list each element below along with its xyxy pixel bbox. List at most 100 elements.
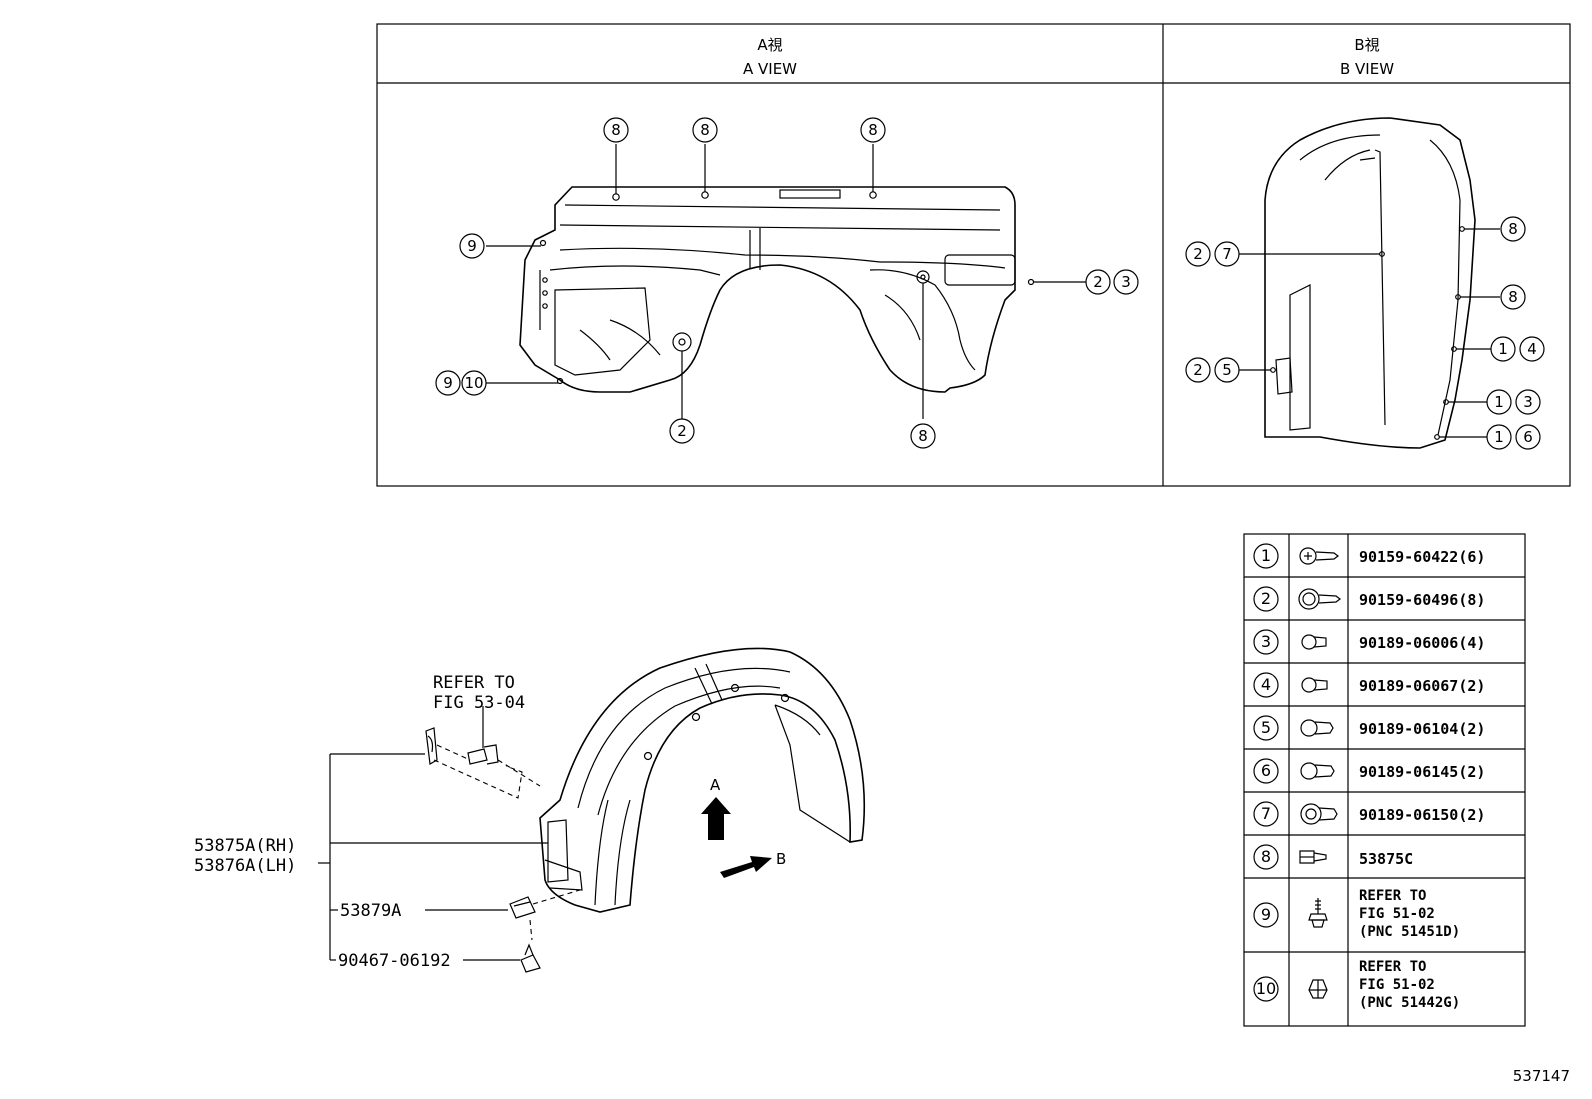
callout-1-4-b-right-3: 1 4 [1490, 336, 1545, 362]
callout-9-10-a-left-lower: 9 10 [435, 370, 487, 396]
fastener-table [1243, 533, 1526, 1027]
clip-icon [1300, 803, 1338, 825]
table-row: 1 90159-60422(6) [1253, 543, 1485, 569]
b-view-title-en: B VIEW [1340, 60, 1394, 78]
arrow-b-right-icon: B [720, 850, 786, 878]
b-view-leaders [1239, 228, 1500, 438]
screw-washer-icon [1298, 588, 1341, 610]
refer-fig-label: FIG 53-04 [433, 693, 525, 713]
svg-text:10: 10 [1256, 979, 1276, 998]
part-label-53876a-lh: 53876A(LH) [194, 856, 296, 876]
svg-text:REFER TO: REFER TO [1359, 959, 1426, 975]
svg-text:90189-06067(2): 90189-06067(2) [1359, 677, 1485, 695]
svg-text:90189-06145(2): 90189-06145(2) [1359, 763, 1485, 781]
fender-liner-drawing [539, 647, 866, 913]
callout-8-b-right-1: 8 [1500, 216, 1526, 242]
callout-8-a-top-right: 8 [860, 117, 886, 143]
svg-text:1: 1 [1494, 428, 1504, 446]
clip-icon [1300, 762, 1335, 780]
svg-text:7: 7 [1261, 804, 1271, 823]
table-row: 6 90189-06145(2) [1253, 758, 1485, 784]
svg-text:3: 3 [1121, 273, 1131, 291]
callout-2-7-b-left-upper: 2 7 [1185, 241, 1240, 267]
svg-text:2: 2 [1261, 589, 1271, 608]
clip-icon [1301, 677, 1328, 693]
callout-1-6-b-right-5: 1 6 [1486, 424, 1541, 450]
a-view-title-jp: A視 [757, 36, 782, 54]
svg-text:4: 4 [1527, 340, 1537, 358]
svg-text:6: 6 [1261, 761, 1271, 780]
svg-text:REFER TO: REFER TO [1359, 888, 1426, 904]
callout-8-b-right-2: 8 [1500, 284, 1526, 310]
callout-2-3-a-right: 2 3 [1085, 269, 1139, 295]
b-view-title-jp: B視 [1354, 36, 1379, 54]
clip-53879a-part [509, 896, 536, 919]
svg-text:9: 9 [1261, 905, 1271, 924]
svg-text:1: 1 [1498, 340, 1508, 358]
callout-8-a-top-mid: 8 [692, 117, 718, 143]
svg-text:3: 3 [1523, 393, 1533, 411]
table-row: 3 90189-06006(4) [1253, 629, 1485, 655]
a-view-leaders [486, 144, 1086, 419]
svg-text:9: 9 [443, 374, 453, 392]
svg-text:90189-06150(2): 90189-06150(2) [1359, 806, 1485, 824]
assembly-dashed-lines [433, 744, 581, 941]
svg-text:4: 4 [1261, 675, 1271, 694]
svg-text:90159-60422(6): 90159-60422(6) [1359, 548, 1485, 566]
svg-text:90189-06104(2): 90189-06104(2) [1359, 720, 1485, 738]
callout-8-a-top-left: 8 [603, 117, 629, 143]
push-clip-icon [1299, 850, 1327, 864]
svg-text:2: 2 [1193, 361, 1203, 379]
svg-text:1: 1 [1494, 393, 1504, 411]
svg-text:9: 9 [467, 237, 477, 255]
table-row: 2 90159-60496(8) [1253, 586, 1485, 612]
screw-icon [1299, 547, 1339, 565]
table-row: 4 90189-06067(2) [1253, 672, 1485, 698]
bolt-part [467, 744, 499, 765]
svg-text:90189-06006(4): 90189-06006(4) [1359, 634, 1485, 652]
table-row: 8 53875C [1253, 844, 1413, 870]
svg-text:6: 6 [1523, 428, 1533, 446]
clip-icon [1300, 719, 1334, 737]
part-label-90467-06192: 90467-06192 [338, 951, 451, 971]
part-label-53875a-rh: 53875A(RH) [194, 836, 296, 856]
clip-icon [1301, 634, 1327, 650]
svg-text:A: A [710, 776, 721, 794]
part-label-53879a: 53879A [340, 901, 401, 921]
svg-text:8: 8 [1508, 288, 1518, 306]
svg-text:7: 7 [1222, 245, 1232, 263]
svg-text:FIG 51-02: FIG 51-02 [1359, 906, 1435, 922]
arrow-a-up-icon: A [701, 776, 731, 840]
table-row: 10 REFER TO FIG 51-02 (PNC 51442G) [1253, 959, 1460, 1011]
a-view-title-en: A VIEW [743, 60, 797, 78]
callout-9-a-left-upper: 9 [459, 233, 485, 259]
table-row: 9 REFER TO FIG 51-02 (PNC 51451D) [1253, 888, 1460, 940]
bracket-part [425, 727, 438, 765]
table-row: 7 90189-06150(2) [1253, 801, 1485, 827]
a-view-liner-drawing [519, 186, 1035, 393]
table-row: 5 90189-06104(2) [1253, 715, 1485, 741]
svg-text:10: 10 [464, 374, 483, 392]
svg-text:2: 2 [677, 422, 687, 440]
svg-text:90159-60496(8): 90159-60496(8) [1359, 591, 1485, 609]
svg-text:B: B [776, 850, 786, 868]
refer-to-label: REFER TO [433, 673, 515, 693]
svg-text:8: 8 [1508, 220, 1518, 238]
figure-number: 537147 [1512, 1067, 1570, 1085]
svg-text:3: 3 [1261, 632, 1271, 651]
b-view-liner-drawing [1264, 117, 1476, 449]
svg-text:2: 2 [1093, 273, 1103, 291]
svg-text:8: 8 [918, 427, 928, 445]
svg-text:8: 8 [868, 121, 878, 139]
callout-1-3-b-right-4: 1 3 [1486, 389, 1541, 415]
fastener-90467-part [520, 943, 541, 973]
svg-text:1: 1 [1261, 546, 1271, 565]
svg-text:5: 5 [1222, 361, 1232, 379]
svg-text:8: 8 [1261, 847, 1271, 866]
svg-text:8: 8 [611, 121, 621, 139]
svg-text:(PNC 51451D): (PNC 51451D) [1359, 924, 1460, 940]
svg-text:5: 5 [1261, 718, 1271, 737]
svg-text:53875C: 53875C [1359, 850, 1413, 868]
svg-text:FIG 51-02: FIG 51-02 [1359, 977, 1435, 993]
nut-icon [1308, 979, 1328, 999]
